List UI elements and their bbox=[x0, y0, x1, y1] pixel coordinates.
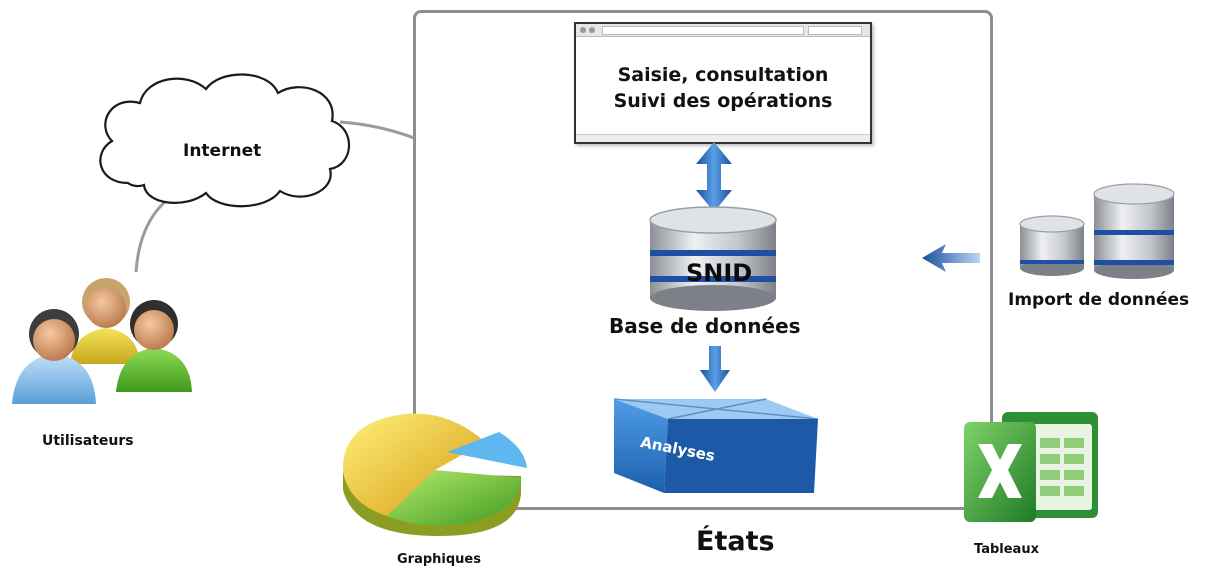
tables-label: Tableaux bbox=[974, 542, 1039, 557]
left-arrow-icon bbox=[922, 244, 980, 272]
internet-cloud-icon bbox=[99, 73, 351, 208]
database-icon bbox=[649, 206, 777, 311]
charts-label: Graphiques bbox=[397, 552, 481, 567]
users-icon bbox=[12, 278, 192, 404]
internet-label: Internet bbox=[183, 141, 262, 161]
database-label: Base de données bbox=[609, 314, 801, 338]
browser-toolbar bbox=[576, 24, 870, 37]
search-box bbox=[808, 26, 862, 35]
analyses-box-icon bbox=[613, 398, 819, 493]
database-name: SNID bbox=[686, 259, 753, 287]
double-arrow-icon bbox=[696, 142, 732, 212]
import-label: Import de données bbox=[1008, 290, 1190, 310]
outputs-title: États bbox=[696, 526, 775, 557]
down-arrow-icon bbox=[700, 346, 730, 392]
system-frame bbox=[413, 10, 993, 510]
excel-icon bbox=[964, 412, 1098, 522]
forward-icon bbox=[589, 27, 595, 33]
pie-chart-icon bbox=[342, 413, 527, 536]
browser-line-1: Saisie, consultation bbox=[617, 64, 829, 86]
import-databases-icon bbox=[1019, 183, 1175, 279]
browser-line-2: Suivi des opérations bbox=[613, 90, 833, 112]
users-label: Utilisateurs bbox=[42, 433, 134, 449]
browser-statusbar bbox=[576, 134, 870, 142]
back-icon bbox=[580, 27, 586, 33]
cloud-to-frame-line bbox=[339, 120, 415, 140]
address-bar bbox=[602, 26, 804, 35]
browser-window: Saisie, consultation Suivi des opération… bbox=[574, 22, 872, 144]
